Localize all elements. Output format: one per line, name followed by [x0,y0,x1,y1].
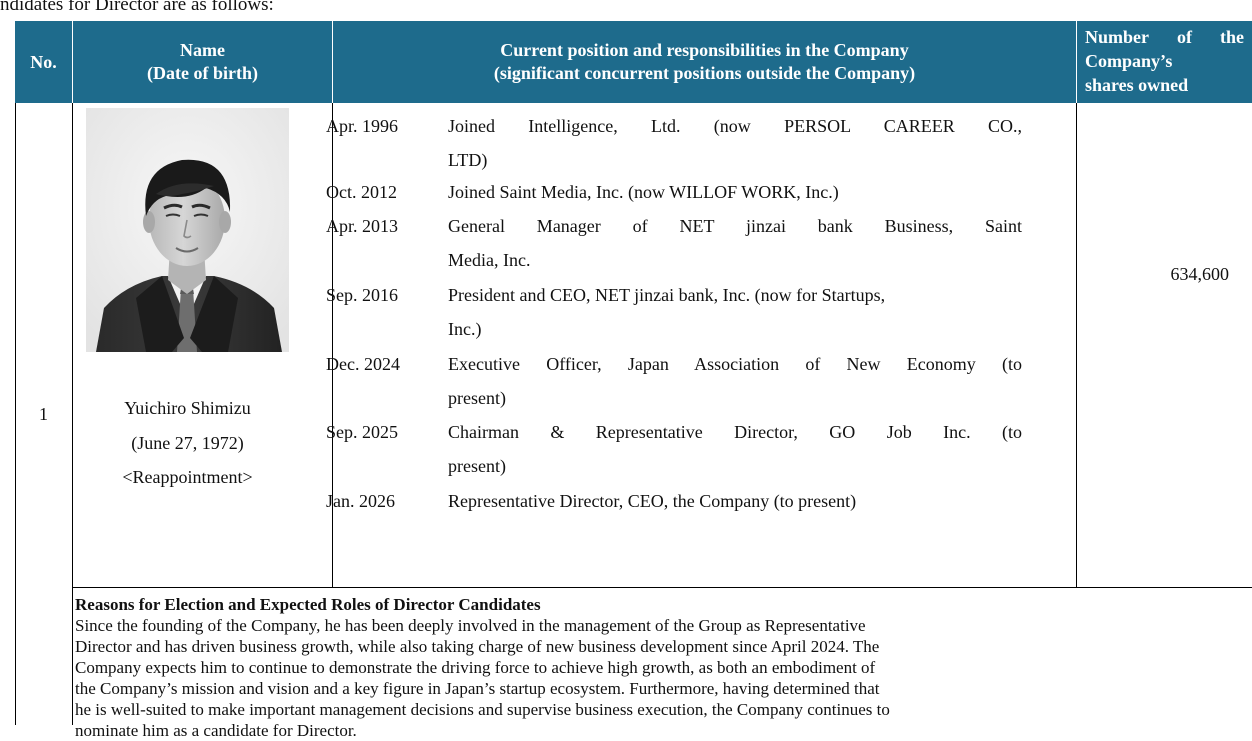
career-date: Oct. 2012 [326,182,397,202]
candidates-table: No. Name (Date of birth) Current positio… [15,21,1252,725]
career-description: Joined Saint Media, Inc. (now WILLOF WOR… [448,181,1022,203]
career-desc-line1: Joined Saint Media, Inc. (now WILLOF WOR… [448,182,839,202]
career-date: Sep. 2025 [326,422,398,442]
career-description: Joined Intelligence, Ltd. (now PERSOL CA… [448,115,1022,171]
career-desc-line2: Media, Inc. [448,250,531,270]
reasons-line: nominate him as a candidate for Director… [75,721,357,740]
reasons-line: Company expects him to continue to demon… [75,658,876,677]
career-date: Dec. 2024 [326,354,400,374]
candidate-photo [86,108,289,352]
reasons-line: he is well-suited to make important mana… [75,700,890,719]
portrait-image [86,108,289,352]
career-description: Chairman & Representative Director, GO J… [448,421,1022,477]
header-no: No. [15,21,72,103]
table-border-no [72,103,73,725]
header-shares-word-the: the [1220,27,1244,47]
table-border-middle [72,587,1252,588]
career-desc-line2: Inc.) [448,319,482,339]
header-no-label: No. [30,51,57,72]
reasons-section: Reasons for Election and Expected Roles … [75,594,1225,741]
career-desc-line1: Chairman & Representative Director, GO J… [448,422,1022,442]
reasons-title: Reasons for Election and Expected Roles … [75,595,541,614]
reasons-line: Since the founding of the Company, he ha… [75,616,866,635]
header-shares-line2: Company’s [1085,51,1173,71]
career-desc-line1: President and CEO, NET jinzai bank, Inc.… [448,285,886,305]
career-date: Apr. 2013 [326,216,398,236]
shares-owned-value: 634,600 [1170,264,1230,284]
intro-text: ndidates for Director are as follows: [0,0,274,15]
candidate-status: <Reappointment> [122,467,253,487]
career-date: Apr. 1996 [326,116,398,136]
career-desc-line2: present) [448,456,506,476]
header-shares-word-number: Number [1085,27,1149,47]
header-shares: Number of the Company’s shares owned [1077,21,1252,103]
header-shares-line3: shares owned [1085,75,1189,95]
career-desc-line2: present) [448,388,506,408]
candidate-number: 1 [39,403,48,424]
table-border-name [332,103,333,588]
header-shares-line1: Number of the [1085,25,1244,49]
table-border-position [1076,103,1077,588]
header-birth-label: (Date of birth) [147,63,258,83]
career-description: General Manager of NET jinzai bank Busin… [448,215,1022,271]
candidate-name: Yuichiro Shimizu [124,398,251,418]
career-description: Representative Director, CEO, the Compan… [448,490,1022,512]
reasons-line: the Company’s mission and vision and a k… [75,679,880,698]
header-name-label: Name [180,40,225,60]
career-desc-line1: Executive Officer, Japan Association of … [448,354,1022,374]
career-desc-line1: Joined Intelligence, Ltd. (now PERSOL CA… [448,116,1022,136]
career-date: Jan. 2026 [326,491,395,511]
header-concurrent-label: (significant concurrent positions outsid… [493,63,916,83]
header-position-label: Current position and responsibilities in… [500,40,909,60]
header-shares-word-of: of [1177,27,1192,47]
career-date: Sep. 2016 [326,285,398,305]
header-position: Current position and responsibilities in… [333,21,1076,103]
table-border-left [15,103,16,725]
reasons-line: Director and has driven business growth,… [75,637,880,656]
career-description: President and CEO, NET jinzai bank, Inc.… [448,284,1022,340]
career-desc-line1: Representative Director, CEO, the Compan… [448,491,857,511]
career-desc-line1: General Manager of NET jinzai bank Busin… [448,216,1022,236]
header-name: Name (Date of birth) [73,21,332,103]
career-description: Executive Officer, Japan Association of … [448,353,1022,409]
career-desc-line2: LTD) [448,150,488,170]
candidate-birth-date: (June 27, 1972) [131,433,244,453]
